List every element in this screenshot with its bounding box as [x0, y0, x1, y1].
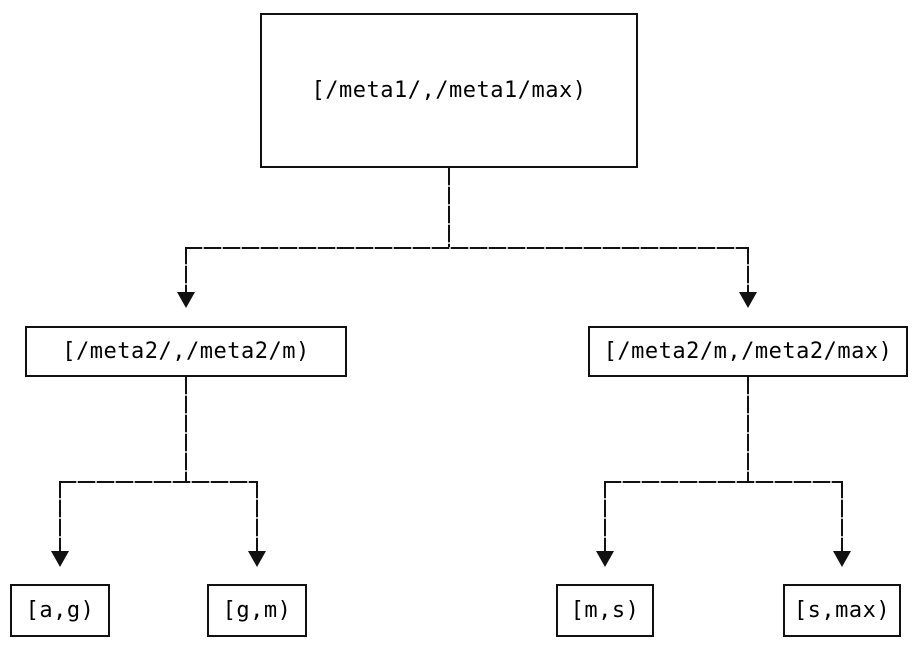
- arrowhead-down-icon: [177, 292, 195, 308]
- connector-meta2-right-stem: [747, 377, 749, 483]
- arrowhead-down-icon: [248, 551, 266, 567]
- node-label: [g,m): [222, 598, 292, 623]
- connector-level1-crossbar: [185, 247, 749, 249]
- connector-drop-to-leaf-g-m: [256, 481, 258, 552]
- arrowhead-down-icon: [51, 551, 69, 567]
- connector-right-crossbar: [604, 481, 843, 483]
- connector-root-stem: [448, 168, 450, 249]
- node-label: [/meta2/,/meta2/m): [62, 339, 310, 364]
- connector-drop-to-leaf-a-g: [59, 481, 61, 552]
- node-label: [s,max): [793, 598, 891, 623]
- arrowhead-down-icon: [739, 292, 757, 308]
- arrowhead-down-icon: [833, 551, 851, 567]
- connector-drop-to-leaf-m-s: [604, 481, 606, 552]
- connector-drop-to-meta2-left: [185, 247, 187, 293]
- node-label: [/meta2/m,/meta2/max): [603, 339, 893, 364]
- node-label: [m,s): [570, 598, 640, 623]
- node-root-meta1-range: [/meta1/,/meta1/max): [260, 13, 638, 168]
- node-meta2-right-range: [/meta2/m,/meta2/max): [588, 326, 908, 377]
- node-leaf-m-s: [m,s): [556, 584, 654, 637]
- arrowhead-down-icon: [596, 551, 614, 567]
- node-label: [/meta1/,/meta1/max): [311, 78, 587, 103]
- connector-left-crossbar: [59, 481, 258, 483]
- node-leaf-s-max: [s,max): [783, 584, 901, 637]
- connector-drop-to-meta2-right: [747, 247, 749, 293]
- node-leaf-g-m: [g,m): [207, 584, 307, 637]
- node-label: [a,g): [25, 598, 95, 623]
- connector-drop-to-leaf-s-max: [841, 481, 843, 552]
- connector-meta2-left-stem: [185, 377, 187, 483]
- node-meta2-left-range: [/meta2/,/meta2/m): [25, 326, 347, 377]
- node-leaf-a-g: [a,g): [10, 584, 110, 637]
